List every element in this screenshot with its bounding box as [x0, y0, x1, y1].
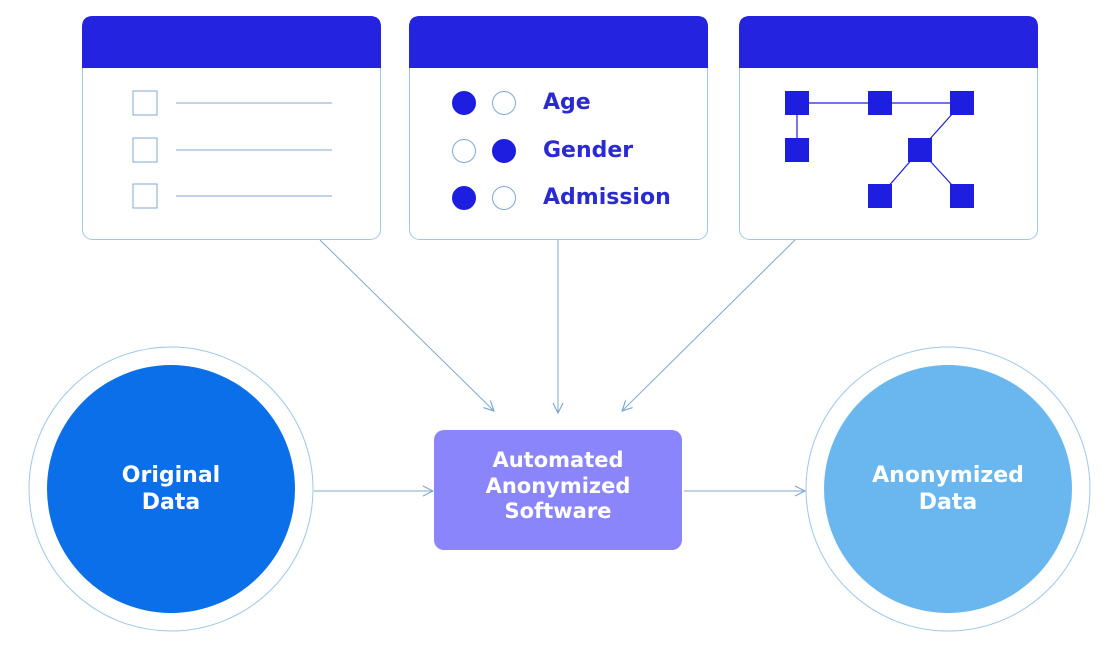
software-label: Automated Anonymized Software: [485, 448, 631, 524]
checklist-panel-header: [82, 16, 381, 68]
attribute-label-admission: Admission: [543, 185, 671, 210]
checkbox-icon: [132, 90, 158, 116]
connector-checklist-to-software: [319, 239, 494, 411]
checkbox-icon: [132, 183, 158, 209]
checklist-panel: [82, 16, 381, 240]
radio-empty-icon: [492, 91, 516, 115]
graph-node-square: [868, 184, 892, 208]
anonymized-data-circle: [824, 365, 1072, 613]
radio-empty-icon: [452, 139, 476, 163]
original-data-circle: [47, 365, 295, 613]
attributes-panel-header: [409, 16, 708, 68]
graph-node-square: [868, 91, 892, 115]
graph-panel: [739, 16, 1038, 240]
original-data-label: Original Data: [121, 463, 221, 515]
radio-empty-icon: [492, 186, 516, 210]
software-box: [434, 430, 682, 550]
graph-node-square: [950, 91, 974, 115]
radio-filled-icon: [492, 139, 516, 163]
graph-node-square: [908, 138, 932, 162]
attribute-label-age: Age: [543, 90, 591, 115]
connector-graph-to-software: [622, 239, 796, 411]
anonymized-data-node: [805, 346, 1091, 632]
checkbox-icon: [132, 137, 158, 163]
radio-filled-icon: [452, 91, 476, 115]
anonymized-data-label: Anonymized Data: [872, 463, 1024, 515]
radio-filled-icon: [452, 186, 476, 210]
attribute-label-gender: Gender: [543, 138, 634, 163]
graph-panel-header: [739, 16, 1038, 68]
graph-node-square: [950, 184, 974, 208]
original-data-node: [28, 346, 314, 632]
attributes-panel: [409, 16, 708, 240]
graph-node-square: [785, 91, 809, 115]
graph-node-square: [785, 138, 809, 162]
